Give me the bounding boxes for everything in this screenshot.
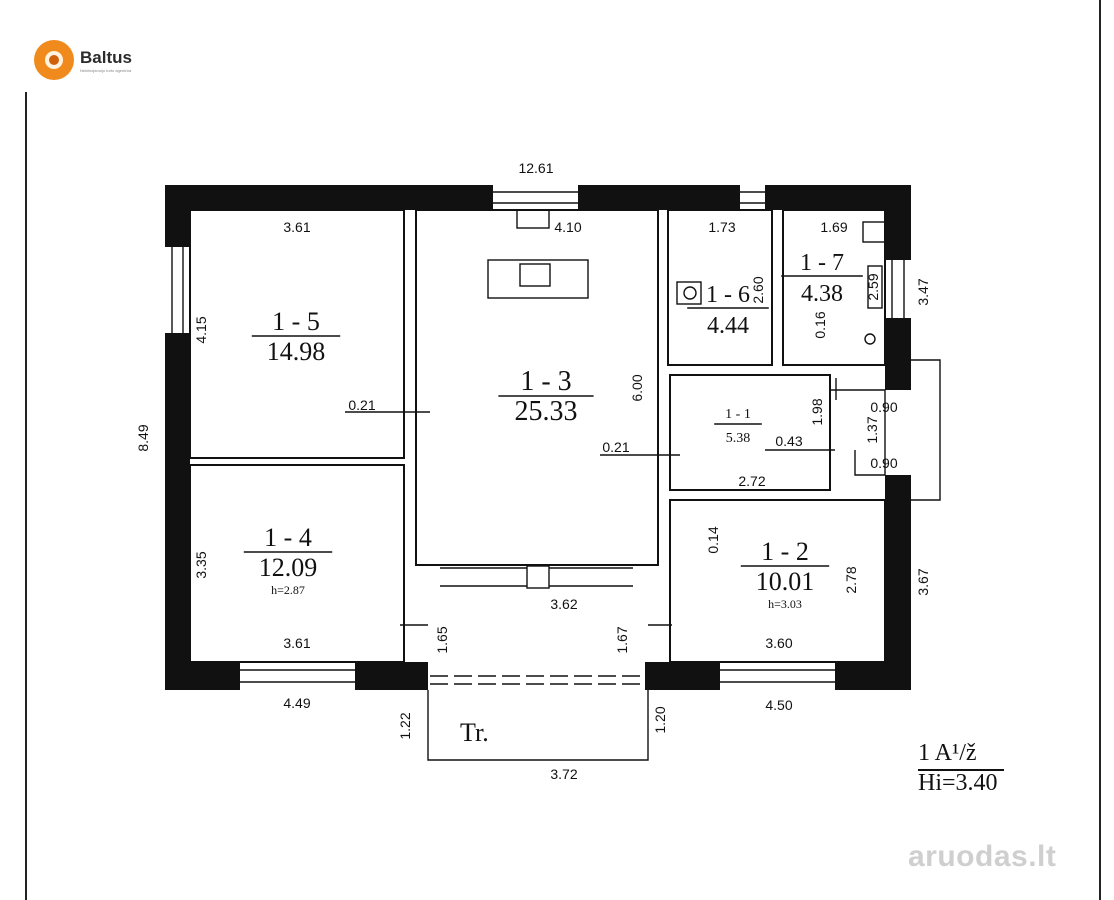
floor-legend-line1: 1 A¹/ž	[918, 740, 977, 766]
room-outlines	[189, 209, 886, 663]
dimension-label: 0.21	[348, 397, 375, 413]
dimension-label: 1.69	[820, 219, 847, 235]
company-logo	[26, 34, 156, 86]
room-area: 4.44	[707, 313, 749, 339]
dimension-label: 3.61	[283, 219, 310, 235]
dimension-label: 0.90	[870, 455, 897, 471]
room-id: 1 - 7	[800, 250, 844, 276]
logo-name: Baltus	[80, 48, 132, 67]
room-height: h=3.03	[768, 597, 802, 611]
dimension-label: 3.61	[283, 635, 310, 651]
dimension-label: 0.90	[870, 399, 897, 415]
dimension-label: 0.16	[812, 311, 828, 338]
dimension-label: 4.49	[283, 695, 310, 711]
dimension-label: 8.49	[135, 424, 151, 451]
room-id: 1 - 3	[520, 366, 571, 397]
watermark: aruodas.lt	[908, 840, 1057, 873]
dimension-label: 3.60	[765, 635, 792, 651]
room-area: 12.09	[259, 553, 318, 582]
dimension-label: 1.98	[809, 398, 825, 425]
dimension-label: 1.20	[652, 706, 668, 733]
dimension-label: 1.65	[434, 626, 450, 653]
dimension-label: 2.60	[750, 276, 766, 303]
room-id: 1 - 2	[761, 537, 809, 566]
dimension-label: 4.10	[554, 219, 581, 235]
room-area: 10.01	[756, 567, 815, 596]
dimension-label: 0.43	[775, 433, 802, 449]
legend-rule	[918, 769, 1004, 771]
logo-tagline: Nekilnojamojo turto agentūra	[80, 68, 132, 73]
room-height: h=2.87	[271, 583, 305, 597]
dimension-label: 4.15	[193, 316, 209, 343]
room-area: 5.38	[726, 431, 751, 446]
plan-details	[171, 191, 941, 761]
dimension-label: 1.73	[708, 219, 735, 235]
dimension-label: 3.67	[915, 568, 931, 595]
room-area: 14.98	[267, 337, 326, 366]
dimension-label: 2.59	[865, 273, 881, 300]
sun-icon	[34, 40, 74, 80]
dimension-label: 3.72	[550, 766, 577, 782]
terrace-label: Tr.	[460, 718, 489, 747]
room-id: 1 - 5	[272, 307, 320, 336]
dimension-label: 3.62	[550, 596, 577, 612]
dimension-label: 2.72	[738, 473, 765, 489]
dimension-label: 0.14	[705, 526, 721, 553]
dimension-label: 2.78	[843, 566, 859, 593]
dimension-label: 3.47	[915, 278, 931, 305]
dimension-label: 12.61	[518, 160, 553, 176]
dimension-label: 6.00	[629, 374, 645, 401]
dimension-label: 0.21	[602, 439, 629, 455]
room-area: 25.33	[515, 396, 578, 427]
dimension-label: 1.37	[864, 416, 880, 443]
dimension-label: 3.35	[193, 551, 209, 578]
dimension-label: 1.67	[614, 626, 630, 653]
room-id: 1 - 1	[725, 407, 751, 422]
room-id: 1 - 6	[706, 282, 750, 308]
dimension-label: 1.22	[397, 712, 413, 739]
floor-legend-line2: Hi=3.40	[918, 770, 998, 796]
dimension-label: 4.50	[765, 697, 792, 713]
walls	[165, 185, 911, 690]
room-id: 1 - 4	[264, 523, 312, 552]
room-area: 4.38	[801, 281, 843, 307]
